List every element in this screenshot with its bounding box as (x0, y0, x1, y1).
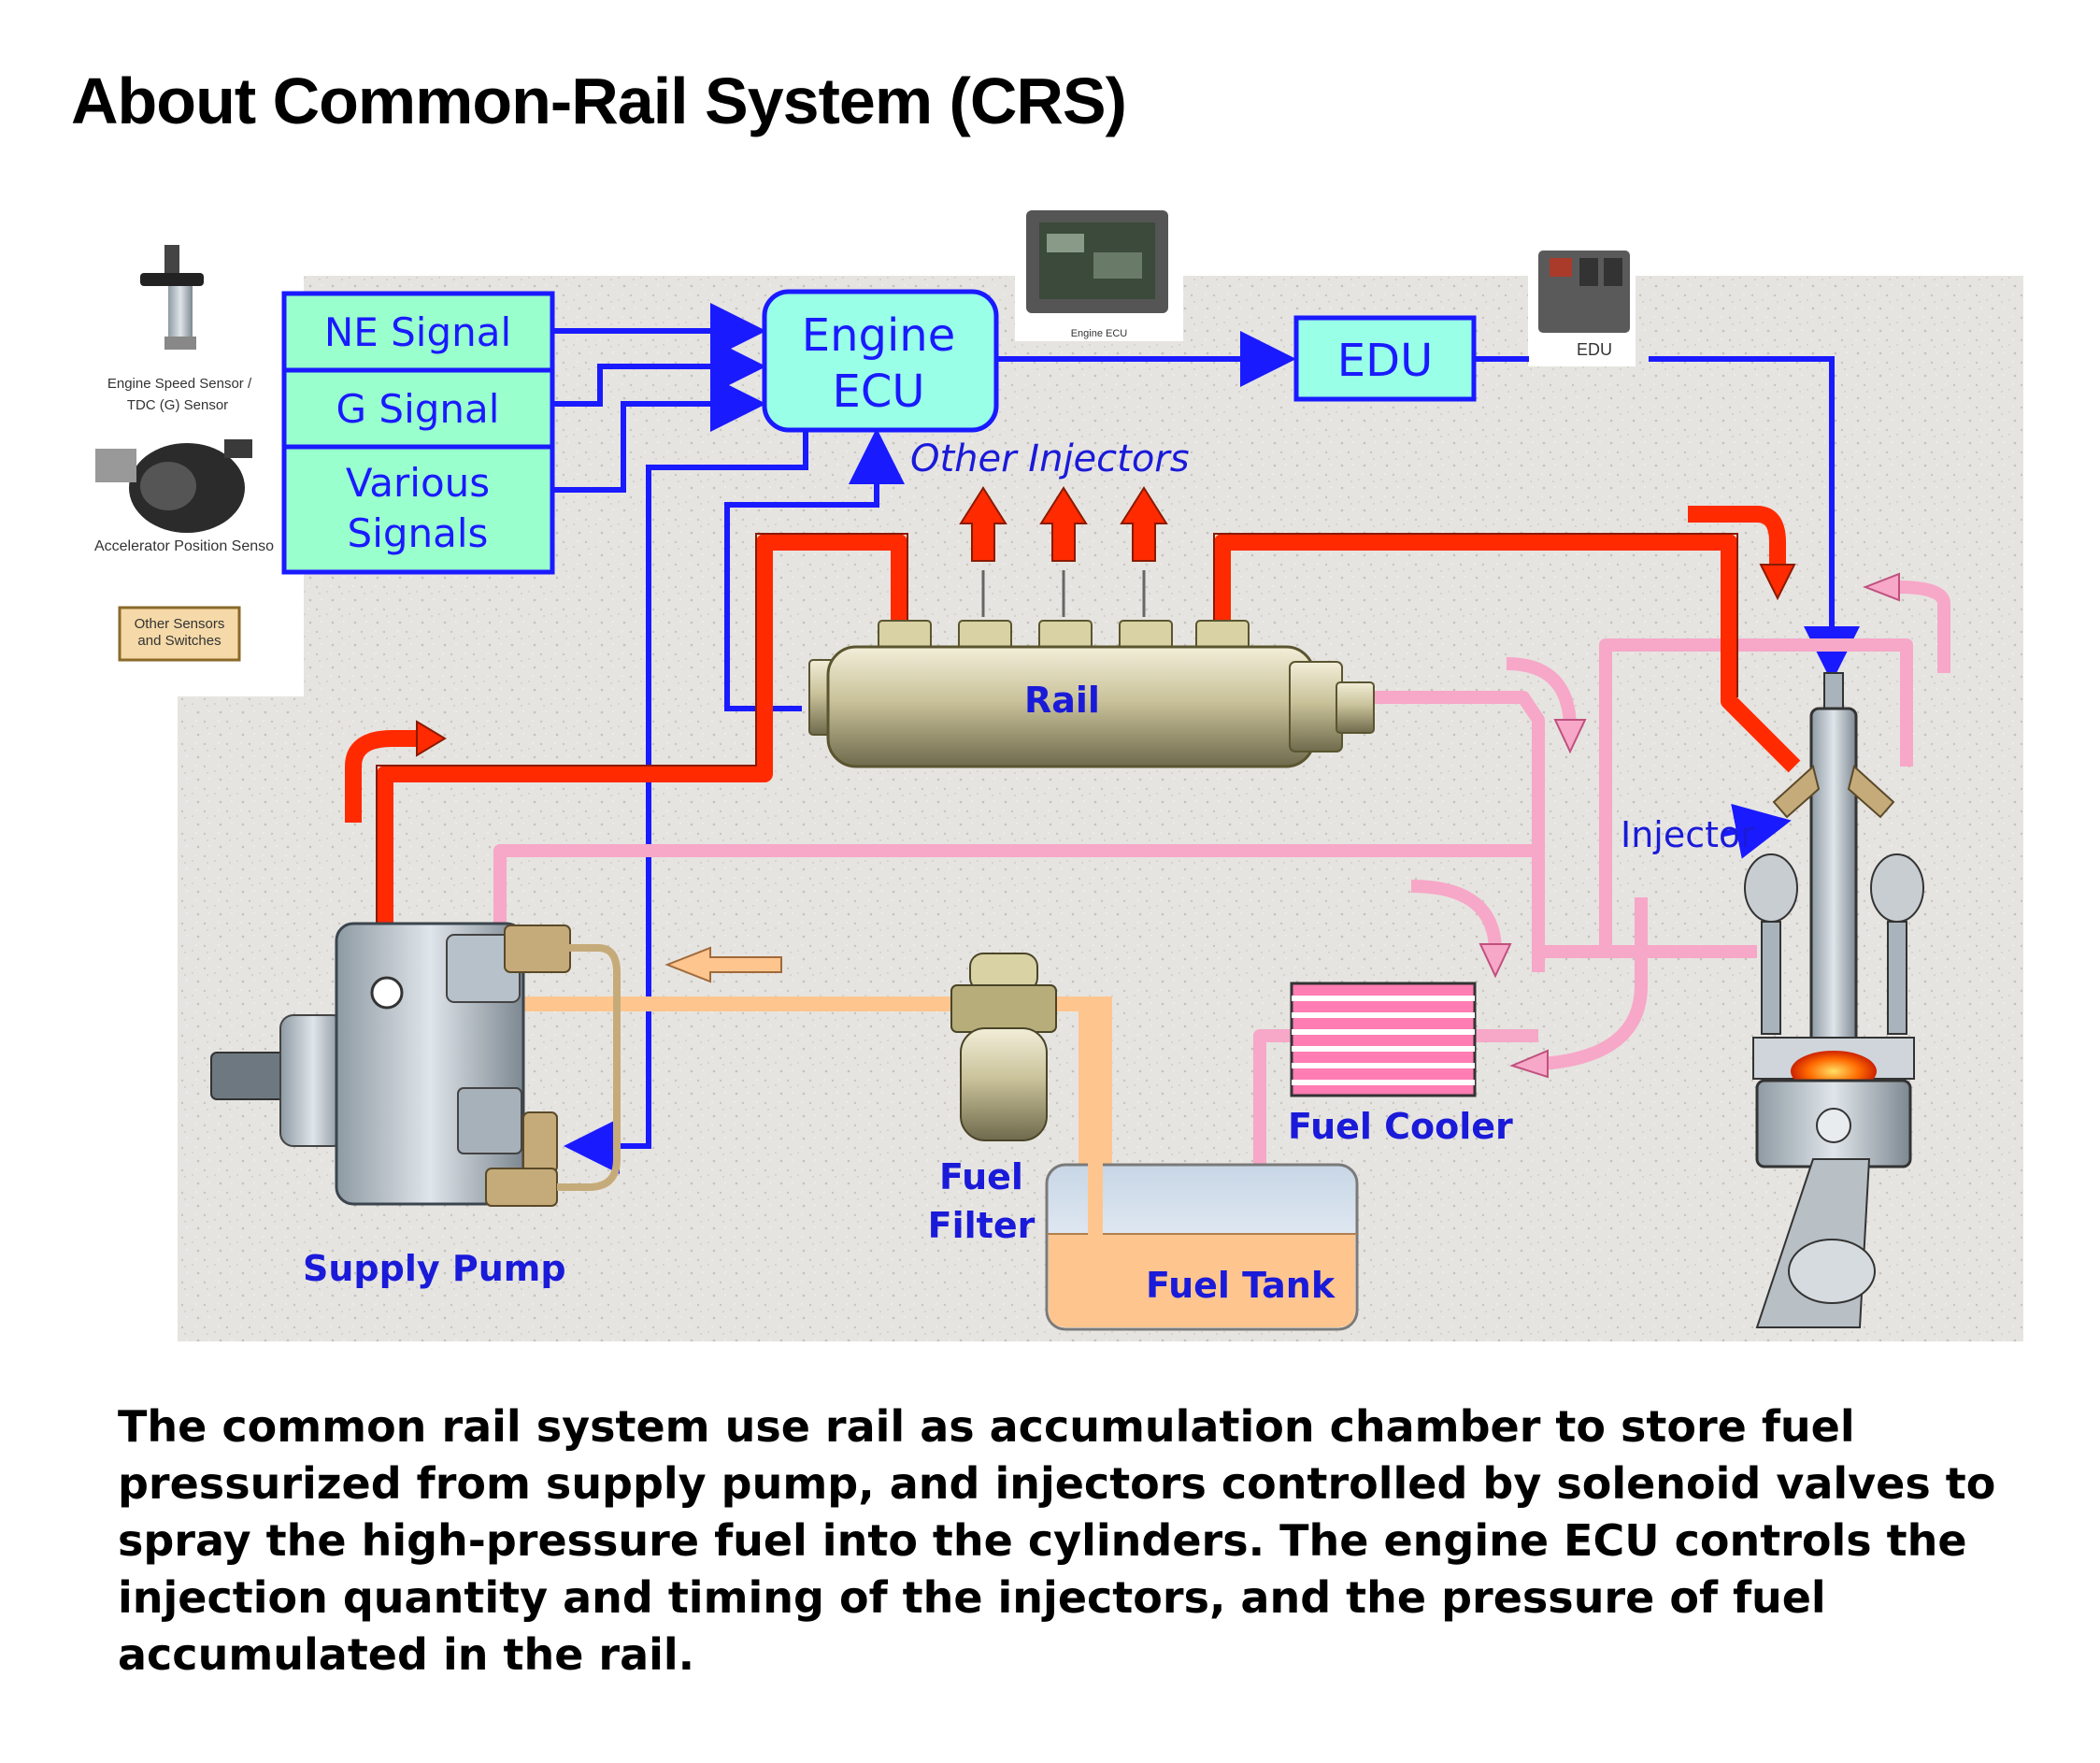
description-text: The common rail system use rail as accum… (118, 1401, 1996, 1680)
other-sensors-box (118, 606, 241, 662)
accelerator-sensor-caption: Accelerator Position Senso (94, 538, 274, 554)
fuel-filter-label-2: Filter (928, 1205, 1036, 1246)
fuel-tank (1045, 1163, 1359, 1331)
photo-captions: Engine Speed Sensor / TDC (G) Sensor Acc… (94, 328, 1612, 649)
fuel-cooler (1290, 982, 1477, 1097)
ne-signal-box (281, 291, 555, 373)
fuel-filter (950, 953, 1057, 1141)
return-arrowhead-3 (1509, 1049, 1549, 1079)
fuel-filter-label-1: Fuel (939, 1156, 1023, 1197)
g-signal-label: G Signal (336, 386, 500, 432)
other-injector-arrows (959, 486, 1168, 562)
injector-feed-flow-arrow (1688, 506, 1796, 601)
high-pressure-lines (377, 534, 1801, 993)
engine-ecu-photo (1015, 206, 1183, 341)
various-signals-box (281, 444, 555, 575)
engine-ecu-photo-caption: Engine ECU (1071, 328, 1128, 339)
signal-boxes (281, 291, 555, 575)
engine-ecu-label-1: Engine (802, 309, 956, 362)
return-arrowhead-1 (1553, 719, 1587, 754)
other-sensors-caption-1: Other Sensors (135, 616, 225, 632)
edu-box (1293, 315, 1477, 402)
edu-photo (1528, 245, 1636, 366)
ecu-labels: Engine ECU EDU (802, 309, 1433, 418)
pump-outlet-flow-arrow (345, 720, 447, 823)
signal-lines (552, 303, 1860, 1174)
g-signal-box (281, 367, 555, 450)
injector-label: Injector (1621, 814, 1755, 855)
return-flow-arrows (1410, 580, 1950, 1070)
supply-pump-label: Supply Pump (303, 1248, 566, 1289)
engine-cylinder (1744, 853, 1924, 1328)
other-sensors-caption-2: and Switches (137, 633, 221, 649)
rail (808, 620, 1375, 768)
engine-speed-sensor-photo (140, 245, 204, 350)
rail-label: Rail (1024, 680, 1100, 721)
edu-label: EDU (1337, 335, 1433, 387)
accelerator-sensor-photo (95, 439, 252, 533)
supply-pump (210, 922, 621, 1207)
edu-photo-caption: EDU (1577, 340, 1612, 359)
fuel-tank-label: Fuel Tank (1146, 1265, 1336, 1306)
signal-labels: NE Signal G Signal Various Signals (324, 309, 511, 556)
flow-arrow-low-pressure (664, 946, 782, 983)
other-injector-pipes (981, 570, 1146, 617)
various-signals-label-1: Various (346, 460, 490, 506)
fuel-cooler-label: Fuel Cooler (1288, 1106, 1513, 1147)
component-labels: Other Injectors Rail Injector Fuel Coole… (303, 437, 1755, 1306)
page-title: About Common-Rail System (CRS) (71, 64, 1127, 137)
high-pressure-lines-outline (376, 533, 1738, 993)
other-injectors-label: Other Injectors (910, 437, 1190, 480)
engine-speed-sensor-caption-2: TDC (G) Sensor (127, 397, 228, 413)
return-arrowhead-4 (1863, 572, 1900, 602)
various-signals-label-2: Signals (348, 510, 489, 556)
return-arrowhead-2 (1479, 943, 1512, 979)
engine-speed-sensor-caption-1: Engine Speed Sensor / (107, 376, 252, 392)
ne-signal-label: NE Signal (324, 309, 511, 355)
engine-ecu-label-2: ECU (833, 366, 925, 418)
